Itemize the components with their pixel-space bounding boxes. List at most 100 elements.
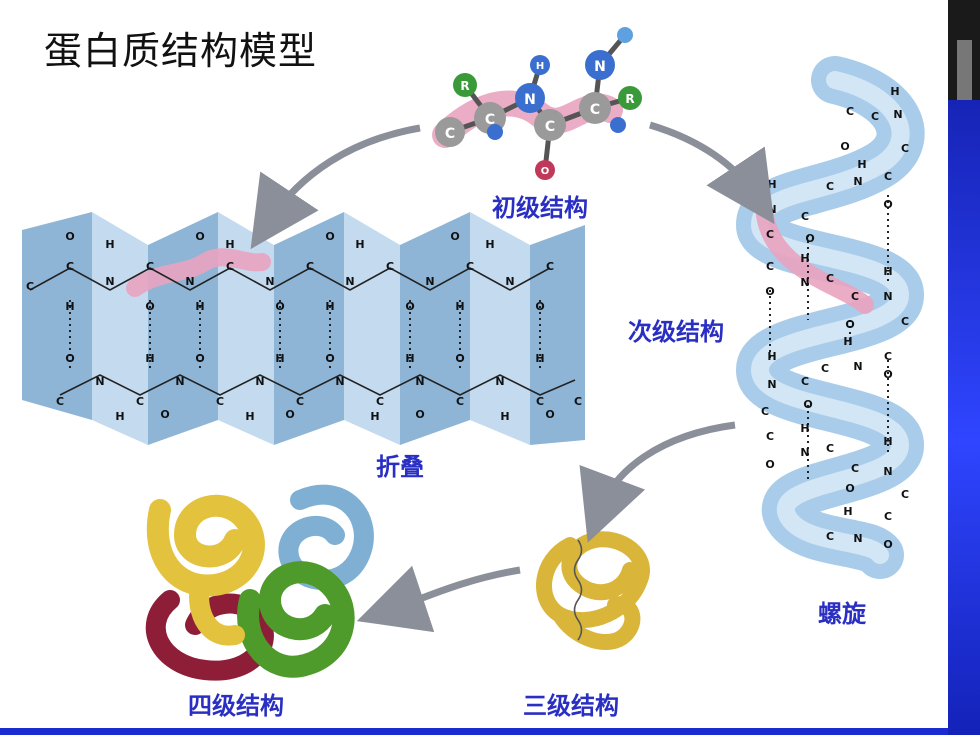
atom-c1 — [435, 117, 465, 147]
helix-atom: N — [800, 276, 809, 289]
atom-n2-label: N — [594, 59, 606, 75]
helix-atom: C — [851, 290, 859, 303]
arrow-helix-to-tertiary — [579, 421, 736, 543]
sheet-atom: H — [105, 238, 114, 251]
sheet-atom: C — [546, 260, 554, 273]
helix-atom: O — [845, 318, 854, 331]
sheet-atom: C — [226, 260, 234, 273]
helix-atom: C — [761, 405, 769, 418]
sheet-atom: H — [115, 410, 124, 423]
sheet-atom: N — [265, 275, 274, 288]
label-primary-structure: 初级结构 — [492, 194, 588, 222]
helix-atom: H — [800, 252, 809, 265]
atom-c2-label: C — [485, 112, 495, 128]
helix-atom: H — [767, 350, 776, 363]
helix-atom: C — [871, 110, 879, 123]
helix-atom: H — [767, 178, 776, 191]
sheet-atom: O — [325, 230, 334, 243]
sheet-atom: N — [415, 375, 424, 388]
atom-n2 — [585, 50, 615, 80]
sheet-atom: H — [275, 352, 284, 365]
atom-r2 — [618, 86, 642, 110]
helix-atom: N — [800, 446, 809, 459]
sheet-atom: N — [105, 275, 114, 288]
helix-atom: C — [826, 530, 834, 543]
sheet-atom: N — [345, 275, 354, 288]
helix-atom: C — [884, 510, 892, 523]
sheet-atom: N — [495, 375, 504, 388]
atom-c3 — [534, 109, 566, 141]
helix-atom: O — [840, 140, 849, 153]
sheet-atom: O — [65, 352, 74, 365]
helix-atom: C — [766, 430, 774, 443]
atom-n1 — [515, 83, 545, 113]
arrow-primary-to-helix — [648, 121, 775, 225]
sheet-atom: C — [536, 395, 544, 408]
helix-atom: C — [884, 350, 892, 363]
helix-atom: N — [853, 532, 862, 545]
label-secondary-structure: 次级结构 — [628, 318, 724, 346]
helix-atom: H — [800, 422, 809, 435]
helix-atom: N — [883, 290, 892, 303]
sheet-atom: C — [216, 395, 224, 408]
sheet-atom: C — [574, 395, 582, 408]
atom-o-label: O — [541, 166, 550, 177]
helix-atom: C — [801, 375, 809, 388]
helix-atom: O — [805, 232, 814, 245]
sheet-atom: H — [405, 352, 414, 365]
sheet-atom: O — [415, 408, 424, 421]
sheet-atom: O — [450, 230, 459, 243]
sheet-atom: H — [485, 238, 494, 251]
helix-atom: C — [901, 488, 909, 501]
helix-atom: N — [883, 465, 892, 478]
sheet-atom: C — [146, 260, 154, 273]
sheet-atom: N — [425, 275, 434, 288]
pleated-sheet: O H O H O H O H C C N C N C N C N C N C … — [22, 212, 585, 445]
page-title: 蛋白质结构模型 — [44, 29, 318, 73]
helix-atom: O — [765, 458, 774, 471]
helix-atom: N — [767, 378, 776, 391]
helix-atom: C — [826, 180, 834, 193]
atom-c1-label: C — [445, 126, 455, 142]
label-quaternary-structure: 四级结构 — [188, 692, 284, 720]
helix-atom: C — [766, 228, 774, 241]
atom-h-top — [617, 27, 633, 43]
sheet-atom: C — [296, 395, 304, 408]
label-tertiary-structure: 三级结构 — [523, 692, 619, 720]
sheet-atom: C — [136, 395, 144, 408]
tertiary-structure — [536, 531, 650, 651]
helix-atom: O — [803, 398, 812, 411]
arrow-primary-to-sheet — [250, 124, 421, 250]
sheet-atom: O — [325, 352, 334, 365]
bottom-accent-line — [0, 728, 948, 735]
atom-c4 — [579, 92, 611, 124]
helix-atom: O — [883, 368, 892, 381]
helix-atom: O — [845, 482, 854, 495]
helix-atom: H — [843, 505, 852, 518]
helix-atom: N — [853, 175, 862, 188]
helix-atom: C — [801, 210, 809, 223]
helix-atom: C — [826, 442, 834, 455]
helix-atom: H — [843, 335, 852, 348]
helix-atom: N — [767, 203, 776, 216]
quaternary-structure — [145, 484, 374, 681]
helix-atom: N — [893, 108, 902, 121]
atom-r1-label: R — [460, 79, 469, 93]
sheet-atom: O — [275, 300, 284, 313]
sheet-atom: C — [466, 260, 474, 273]
sheet-atom: O — [195, 230, 204, 243]
sheet-atom: N — [95, 375, 104, 388]
sheet-atom: N — [335, 375, 344, 388]
sheet-atom: C — [456, 395, 464, 408]
sheet-atom: O — [285, 408, 294, 421]
helix-atom: O — [765, 285, 774, 298]
sheet-atom: C — [306, 260, 314, 273]
helix-atom: C — [826, 272, 834, 285]
sheet-atom: C — [376, 395, 384, 408]
label-helix: 螺旋 — [818, 600, 866, 628]
sheet-atom: O — [535, 300, 544, 313]
sheet-atom: H — [370, 410, 379, 423]
sheet-atom: O — [160, 408, 169, 421]
sheet-atom: H — [195, 300, 204, 313]
sheet-atom: H — [225, 238, 234, 251]
